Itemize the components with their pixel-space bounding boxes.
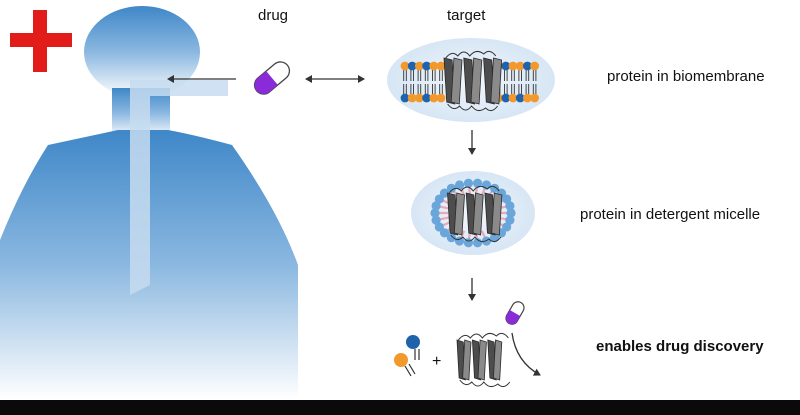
header-drug: drug [258,7,289,24]
biomembrane [387,38,555,122]
footer-bar [0,400,800,415]
transmembrane-protein [456,332,511,388]
capsule-icon [253,61,291,95]
lipid-blue [406,335,420,360]
plus-sign: + [432,353,441,370]
red-cross-icon [10,10,72,72]
lipid-orange [394,353,416,377]
header-target: target [447,7,486,24]
caption-micelle: protein in detergent micelle [580,206,761,223]
human-silhouette [0,6,298,400]
caption-biomembrane: protein in biomembrane [607,68,765,85]
arrow-binding-curve [511,332,541,376]
capsule-icon-small [505,301,525,325]
detergent-micelle [411,171,535,255]
caption-drug-discovery: enables drug discovery [596,338,764,355]
